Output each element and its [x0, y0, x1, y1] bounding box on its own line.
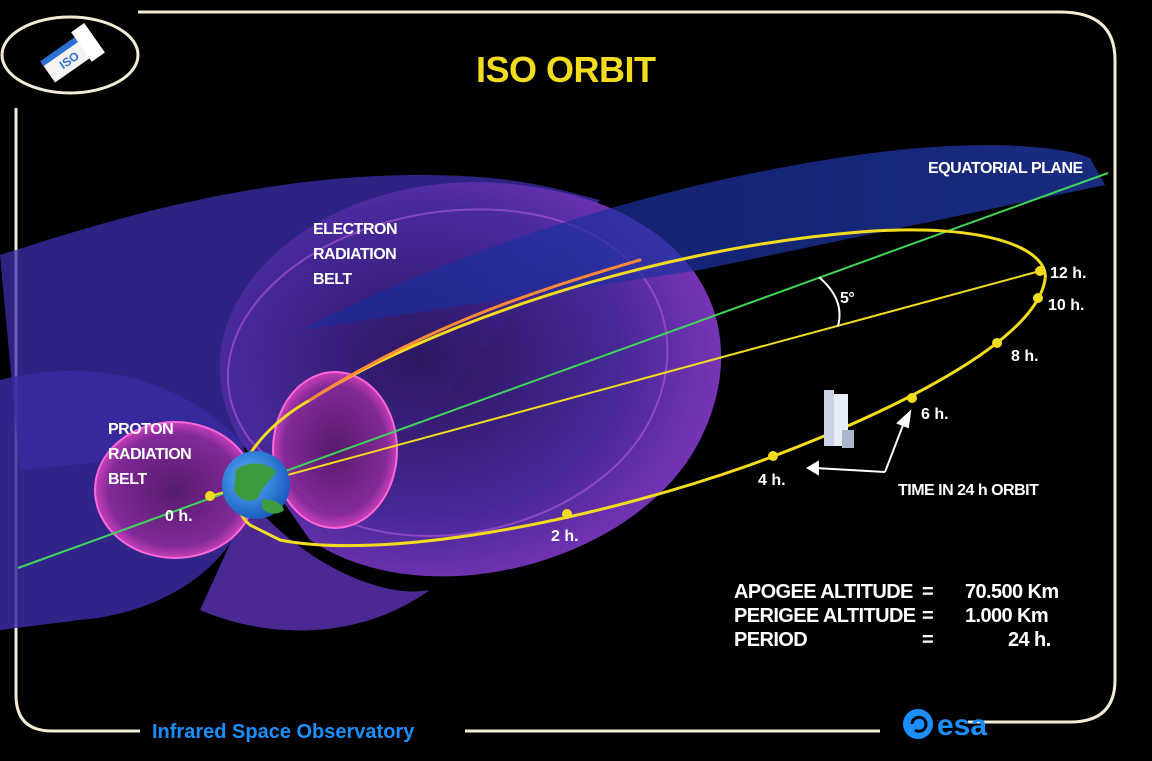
electron-belt-label-line3: BELT	[313, 271, 352, 288]
orbit-marker-6	[1035, 266, 1045, 276]
orbit-hour-label-3: 6 h.	[921, 406, 949, 423]
proton-radiation-belt	[94, 371, 398, 559]
spec-perigee-name: PERIGEE ALTITUDE	[734, 605, 916, 627]
electron-belt-label-line1: ELECTRON	[313, 221, 397, 238]
orbit-hour-label-2: 4 h.	[758, 472, 786, 489]
orbit-hour-label-1: 2 h.	[551, 528, 579, 545]
time-arrows	[806, 409, 912, 476]
time-in-orbit-caption: TIME IN 24 h ORBIT	[898, 482, 1039, 499]
spec-apogee-eq: =	[922, 581, 933, 603]
orbit-hour-labels: 0 h. 2 h. 4 h. 6 h. 8 h. 10 h. 12 h.	[165, 265, 1086, 545]
footer-mission-name: Infrared Space Observatory	[152, 721, 415, 743]
orbit-marker-3	[907, 393, 917, 403]
spec-apogee-value: 70.500 Km	[965, 581, 1059, 603]
inclination-angle-label: 5°	[840, 290, 854, 307]
spec-apogee-name: APOGEE ALTITUDE	[734, 581, 913, 603]
spec-period-value: 24 h.	[1008, 629, 1051, 651]
orbit-hour-label-0: 0 h.	[165, 508, 193, 525]
proton-belt-label-line3: BELT	[108, 471, 147, 488]
iso-satellite-icon	[824, 390, 854, 448]
orbit-marker-5	[1033, 293, 1043, 303]
electron-belt-label-line2: RADIATION	[313, 246, 396, 263]
svg-text:esa: esa	[937, 709, 987, 742]
equatorial-plane	[300, 145, 1105, 330]
orbit-hour-label-4: 8 h.	[1011, 348, 1039, 365]
iso-logo-badge: ISO	[0, 15, 140, 95]
equatorial-line	[17, 172, 1109, 569]
orbit-time-markers	[205, 266, 1045, 519]
equatorial-plane-label: EQUATORIAL PLANE	[928, 160, 1084, 177]
spec-period-name: PERIOD	[734, 629, 807, 651]
orbit-marker-1	[562, 509, 572, 519]
orbit-hour-label-6: 12 h.	[1050, 265, 1086, 282]
proton-belt-label-line2: RADIATION	[108, 446, 191, 463]
spec-perigee-value: 1.000 Km	[965, 605, 1048, 627]
frame-border	[14, 10, 1117, 733]
proton-belt-label-line1: PROTON	[108, 421, 173, 438]
page-title: ISO ORBIT	[476, 49, 656, 90]
orbit-marker-4	[992, 338, 1002, 348]
orbit-marker-0	[205, 491, 215, 501]
esa-logo: esa	[903, 709, 987, 742]
iso-orbit-path	[209, 228, 1047, 548]
orbit-marker-2	[768, 451, 778, 461]
earth-icon	[222, 451, 290, 519]
spec-perigee-eq: =	[922, 605, 933, 627]
orbit-specs: APOGEE ALTITUDE = 70.500 Km PERIGEE ALTI…	[734, 581, 1059, 651]
orbit-hour-label-5: 10 h.	[1048, 297, 1084, 314]
spec-period-eq: =	[922, 629, 933, 651]
